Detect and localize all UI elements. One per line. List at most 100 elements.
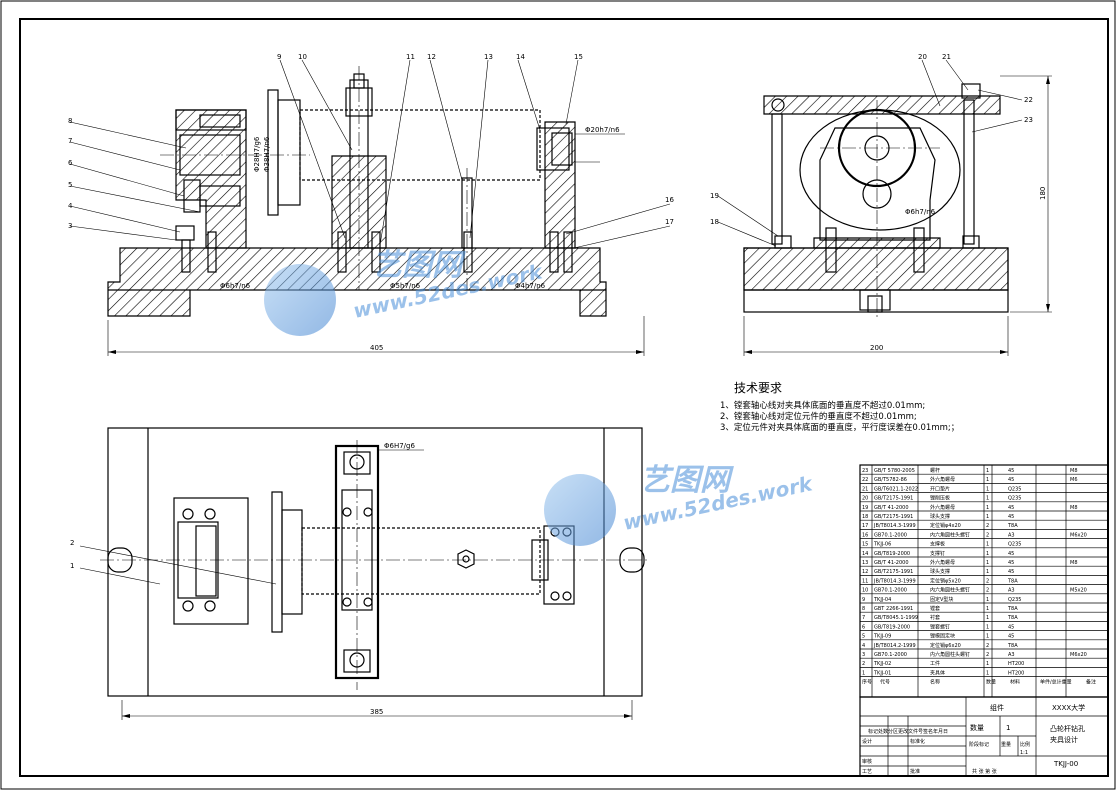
tb-scale: 1:1 bbox=[1020, 750, 1028, 756]
bom-cell-qty: 1 bbox=[986, 569, 989, 575]
bom-cell-no: 16 bbox=[862, 532, 868, 538]
bom-cell-qty: 2 bbox=[986, 652, 989, 658]
bom-cell-name: 镗模固定块 bbox=[930, 633, 955, 640]
bom-cell-no: 20 bbox=[862, 496, 868, 502]
bom-cell-no: 17 bbox=[862, 523, 868, 529]
bom-cell-qty: 2 bbox=[986, 643, 989, 649]
bom-cell-name: 开口垫片 bbox=[930, 485, 950, 492]
bom-header-cell: 材料 bbox=[1010, 679, 1020, 686]
bom-header-cell: 单件/总计重量 bbox=[1040, 679, 1072, 686]
front-view: 405 Φ20h7/n6 Φ28H7/g6 Φ38H7/n6 Φ6h7/n6 Φ… bbox=[68, 53, 674, 356]
bom-header-cell: 序号 bbox=[862, 679, 872, 686]
bom-cell-code: TKJJ-06 bbox=[873, 542, 891, 548]
bom-cell-name: 定位销φ5x20 bbox=[930, 577, 961, 584]
bom-cell-material: 45 bbox=[1008, 624, 1014, 630]
bom-cell-qty: 1 bbox=[986, 477, 989, 483]
bom-cell-material: HT200 bbox=[1008, 670, 1024, 676]
bom-cell-no: 21 bbox=[862, 486, 868, 492]
bom-cell-no: 19 bbox=[862, 505, 868, 511]
fit-f1: Φ20h7/n6 bbox=[585, 126, 620, 134]
balloon-side-22: 22 bbox=[1024, 96, 1033, 104]
bom-cell-code: TKJJ-04 bbox=[873, 597, 891, 603]
watermark-brand-top: 艺图网 bbox=[372, 248, 466, 283]
tb-std-label: 标准化 bbox=[910, 738, 925, 745]
bom-cell-material: Q235 bbox=[1008, 542, 1021, 548]
tb-school: XXXX大学 bbox=[1052, 703, 1085, 712]
tb-material: 组件 bbox=[990, 703, 1004, 712]
bom-cell-material: 45 bbox=[1008, 477, 1014, 483]
balloon-side-21: 21 bbox=[942, 53, 951, 61]
bom-cell-code: GB/T8045.1-1999 bbox=[874, 615, 918, 621]
bom-cell-qty: 1 bbox=[986, 560, 989, 566]
balloon-front-11: 11 bbox=[406, 53, 415, 61]
bom-cell-code: GB/T2175-1991 bbox=[874, 569, 913, 575]
bom-cell-material: 45 bbox=[1008, 551, 1014, 557]
bom-cell-name: 外六角螺母 bbox=[930, 504, 955, 511]
bom-cell-no: 5 bbox=[862, 634, 865, 640]
bom-cell-no: 12 bbox=[862, 569, 868, 575]
watermark-brand-bottom: 艺图网 bbox=[640, 463, 734, 498]
tb-quantity: 1 bbox=[1006, 724, 1010, 732]
bom-cell-name: 内六角圆柱头螺钉 bbox=[930, 651, 970, 658]
dim-side-height: 180 bbox=[1039, 187, 1047, 200]
bom-cell-name: 工件 bbox=[930, 660, 940, 667]
bom-cell-note: M6x20 bbox=[1070, 532, 1087, 538]
bom-cell-material: A3 bbox=[1008, 588, 1015, 594]
bom-cell-code: GB/T 41-2000 bbox=[874, 560, 909, 566]
bom-cell-name: 球头支撑 bbox=[930, 513, 950, 520]
bom-cell-code: GBT 2266-1991 bbox=[874, 606, 913, 612]
bom-header-cell: 代号 bbox=[880, 679, 890, 686]
tb-weight-label: 重量 bbox=[1001, 741, 1011, 748]
tb-approve-label: 批准 bbox=[910, 768, 920, 775]
balloon-front-7: 7 bbox=[68, 137, 72, 145]
balloon-front-9: 9 bbox=[277, 53, 281, 61]
bom-header-cell: 备注 bbox=[1086, 679, 1096, 686]
bom-cell-material: T8A bbox=[1007, 606, 1018, 612]
bom-cell-material: A3 bbox=[1008, 652, 1015, 658]
bom-cell-code: GB/T2175-1991 bbox=[874, 496, 913, 502]
tb-drawing-no: TKJJ-00 bbox=[1053, 760, 1078, 768]
bom-cell-no: 8 bbox=[862, 606, 865, 612]
bom-cell-code: GB70.1-2000 bbox=[874, 588, 907, 594]
bom-cell-qty: 2 bbox=[986, 523, 989, 529]
fit-f2: Φ28H7/g6 bbox=[253, 136, 261, 172]
top-view: Φ6H7/g6 2 1 385 bbox=[70, 427, 650, 720]
bom-cell-no: 11 bbox=[862, 578, 868, 584]
fit-f4: Φ6h7/n6 bbox=[220, 282, 251, 290]
bom-cell-name: 外六角螺母 bbox=[930, 559, 955, 566]
globe-logo-icon bbox=[544, 474, 616, 546]
tech-title: 技术要求 bbox=[734, 381, 782, 395]
bom-cell-material: Q235 bbox=[1008, 496, 1021, 502]
fit-f6: Φ4h7/n6 bbox=[515, 282, 546, 290]
bom-cell-name: 夹具体 bbox=[930, 669, 945, 676]
dim-side-width: 200 bbox=[870, 344, 883, 352]
bom-cell-no: 6 bbox=[862, 624, 865, 630]
bom-header-cell: 数量 bbox=[986, 679, 996, 686]
bom-cell-material: T8A bbox=[1007, 615, 1018, 621]
bom-cell-material: T8A bbox=[1007, 643, 1018, 649]
bom-cell-code: GB/T5782-86 bbox=[874, 477, 907, 483]
bom-cell-qty: 1 bbox=[986, 542, 989, 548]
bom-cell-material: T8A bbox=[1007, 523, 1018, 529]
bom-cell-qty: 1 bbox=[986, 606, 989, 612]
bom-cell-code: JB/T8014.3-1999 bbox=[873, 523, 916, 529]
bom-cell-name: 内六角圆柱头螺钉 bbox=[930, 587, 970, 594]
bom-cell-note: M8 bbox=[1070, 560, 1078, 566]
balloon-front-8: 8 bbox=[68, 117, 72, 125]
bom-cell-qty: 2 bbox=[986, 578, 989, 584]
bom-cell-code: GB/T6021.1-2022 bbox=[874, 486, 918, 492]
bom-cell-name: 衬套 bbox=[930, 614, 940, 621]
balloon-front-4: 4 bbox=[68, 202, 73, 210]
tech-item-1: 1、镗套轴心线对夹具体底面的垂直度不超过0.01mm; bbox=[720, 400, 925, 411]
watermark-bottom: 艺图网 www.52des.work bbox=[544, 463, 816, 546]
bom-cell-qty: 1 bbox=[986, 514, 989, 520]
bom-cell-note: M8 bbox=[1070, 468, 1078, 474]
tb-revision-label: 标记处数分区更改文件号签名年月日 bbox=[868, 728, 948, 735]
bom-cell-code: TKJJ-02 bbox=[873, 661, 891, 667]
bom-cell-code: GB/T 41-2000 bbox=[874, 505, 909, 511]
bom-cell-no: 9 bbox=[862, 597, 865, 603]
front-leaders: 3 4 5 6 7 8 9 10 11 12 13 14 15 16 17 bbox=[68, 53, 674, 249]
